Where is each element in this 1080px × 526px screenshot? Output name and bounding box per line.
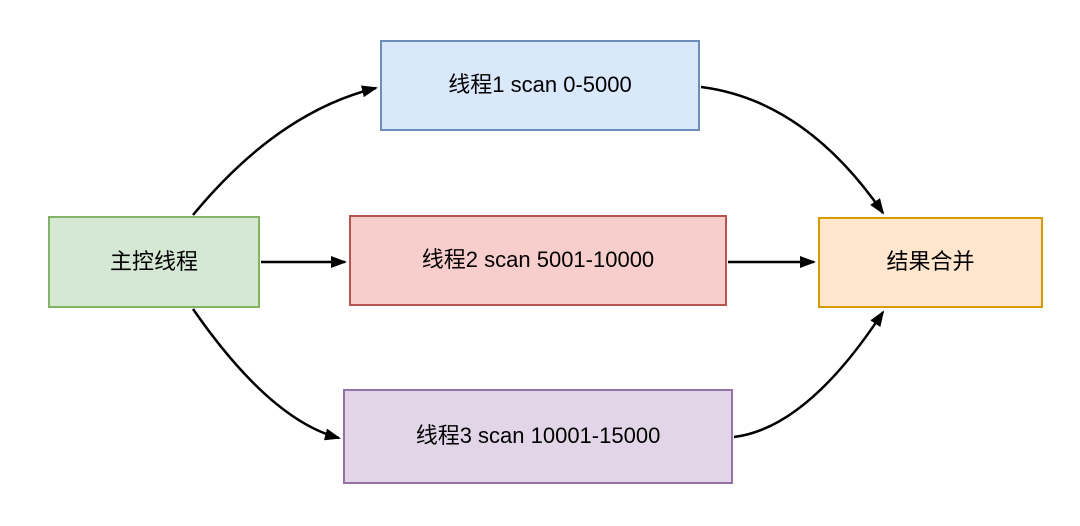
node-thread2-scan: 线程2 scan 5001-10000 <box>349 215 727 306</box>
node-master-thread: 主控线程 <box>48 216 260 308</box>
node-thread3-scan: 线程3 scan 10001-15000 <box>343 389 733 484</box>
node-result-merge: 结果合并 <box>818 217 1043 308</box>
edge-master-to-thread1 <box>192 85 378 216</box>
node-thread3-scan-label: 线程3 scan 10001-15000 <box>415 423 661 449</box>
edge-thread1-to-merge <box>700 85 885 215</box>
node-thread2-scan-label: 线程2 scan 5001-10000 <box>421 247 655 273</box>
edge-master-to-thread3 <box>191 308 341 441</box>
node-thread1-scan-label: 线程1 scan 0-5000 <box>448 72 632 98</box>
node-result-merge-label: 结果合并 <box>886 249 975 275</box>
node-thread1-scan: 线程1 scan 0-5000 <box>380 40 700 131</box>
node-master-thread-label: 主控线程 <box>109 248 198 274</box>
edge-thread3-to-merge <box>733 310 885 439</box>
